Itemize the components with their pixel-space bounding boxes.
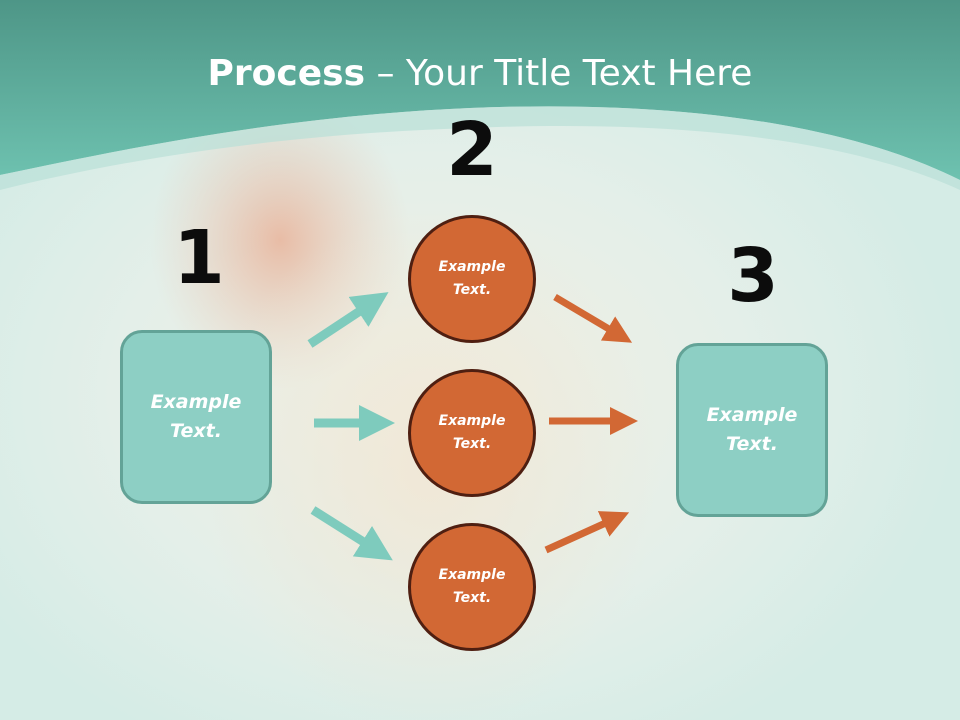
step2-circle-3: Example Text. [408,523,536,651]
step3-box: Example Text. [676,343,828,517]
step2-circle-3-text: Example Text. [438,567,506,606]
step-number-2: 2 [446,107,498,193]
title-bold: Process [207,53,366,94]
header-band [0,0,960,180]
step2-circle-1: Example Text. [408,215,536,343]
step1-box-text: Example Text. [150,391,242,442]
step3-box-text: Example Text. [706,404,798,455]
header-swoosh [0,106,960,190]
step-number-3: 3 [727,233,779,319]
step2-circle-1-text: Example Text. [438,259,506,298]
step2-circle-2-text: Example Text. [438,413,506,452]
step-number-1: 1 [173,215,225,301]
slide-title: Process – Your Title Text Here [0,50,960,98]
title-rest: – Your Title Text Here [365,53,753,94]
step1-box: Example Text. [120,330,272,504]
step2-circle-2: Example Text. [408,369,536,497]
